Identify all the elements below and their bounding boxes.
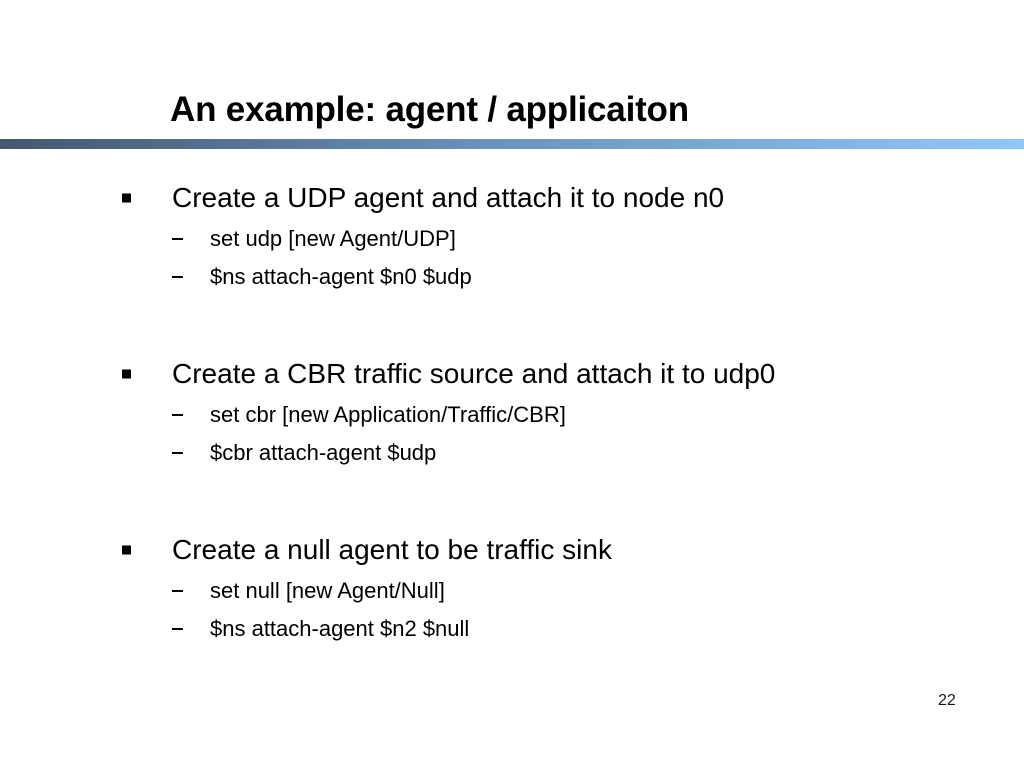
bullet-item-level1: Create a UDP agent and attach it to node…	[0, 176, 1024, 220]
slide-body: Create a UDP agent and attach it to node…	[0, 176, 1024, 648]
bullet-level2-label: set udp [new Agent/UDP]	[210, 226, 456, 251]
bullet-level1-label: Create a CBR traffic source and attach i…	[172, 358, 776, 389]
bullet-item-level2: $ns attach-agent $n2 $null	[0, 610, 1024, 648]
bullet-level2-label: $ns attach-agent $n0 $udp	[210, 264, 472, 289]
dash-bullet-icon	[172, 452, 183, 454]
bullet-level1-label: Create a UDP agent and attach it to node…	[172, 182, 725, 213]
bullet-level2-label: $cbr attach-agent $udp	[210, 440, 437, 465]
dash-bullet-icon	[172, 414, 183, 416]
bullet-item-level2: set udp [new Agent/UDP]	[0, 220, 1024, 258]
dash-bullet-icon	[172, 590, 183, 592]
bullet-item-level2: $cbr attach-agent $udp	[0, 434, 1024, 472]
square-bullet-icon	[122, 193, 131, 203]
page-number: 22	[938, 692, 956, 709]
bullet-group: Create a UDP agent and attach it to node…	[0, 176, 1024, 296]
bullet-level1-label: Create a null agent to be traffic sink	[172, 534, 612, 565]
bullet-group: Create a CBR traffic source and attach i…	[0, 352, 1024, 472]
page-title: An example: agent / applicaiton	[170, 90, 689, 130]
square-bullet-icon	[122, 545, 131, 555]
bullet-item-level2: $ns attach-agent $n0 $udp	[0, 258, 1024, 296]
dash-bullet-icon	[172, 276, 183, 278]
bullet-item-level2: set null [new Agent/Null]	[0, 572, 1024, 610]
square-bullet-icon	[122, 369, 131, 379]
bullet-item-level2: set cbr [new Application/Traffic/CBR]	[0, 396, 1024, 434]
bullet-group: Create a null agent to be traffic sink s…	[0, 528, 1024, 648]
bullet-item-level1: Create a CBR traffic source and attach i…	[0, 352, 1024, 396]
bullet-item-level1: Create a null agent to be traffic sink	[0, 528, 1024, 572]
dash-bullet-icon	[172, 238, 183, 240]
title-area: An example: agent / applicaiton	[0, 62, 1024, 129]
dash-bullet-icon	[172, 628, 183, 630]
bullet-level2-label: set cbr [new Application/Traffic/CBR]	[210, 402, 566, 427]
bullet-level2-label: set null [new Agent/Null]	[210, 578, 445, 603]
bullet-level2-label: $ns attach-agent $n2 $null	[210, 616, 470, 641]
title-divider-bar	[0, 139, 1024, 149]
